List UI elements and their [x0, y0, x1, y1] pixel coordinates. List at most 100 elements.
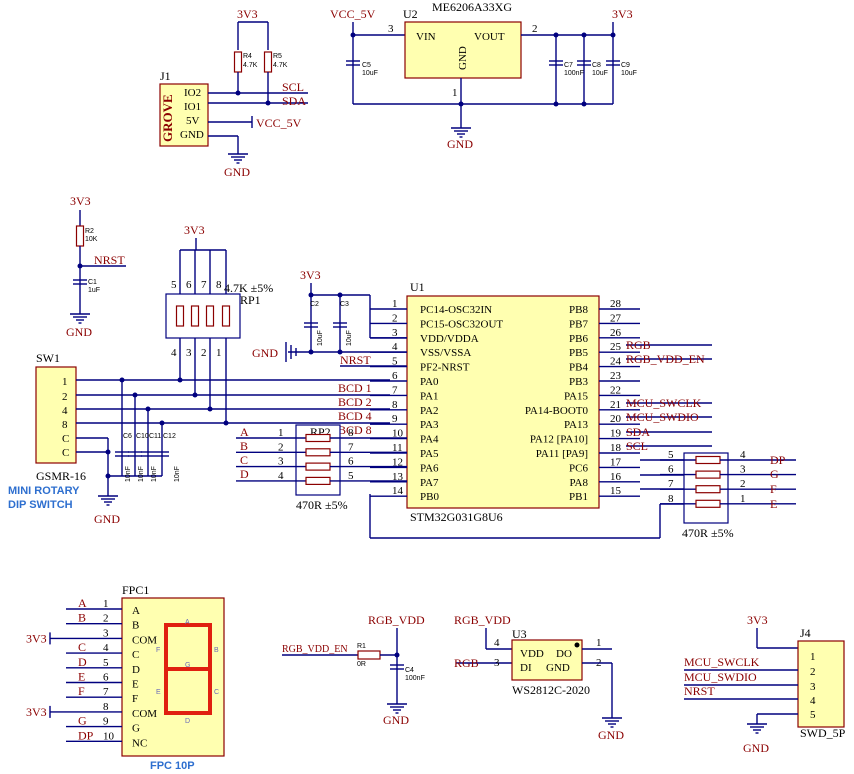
- vcc5-label: VCC_5V: [330, 7, 376, 21]
- fpc-title: FPC 10P: [150, 760, 195, 772]
- r1-ref: R1: [357, 643, 366, 650]
- fpc-row-pin: 5: [103, 657, 109, 669]
- rp3-pin-right: 4: [740, 449, 746, 461]
- rp2-pin-left: 3: [278, 456, 284, 468]
- seg-b: B: [214, 647, 219, 654]
- swd-3v3: 3V3: [747, 613, 768, 627]
- c7-ref: C7: [564, 62, 573, 69]
- rp1-pin4: 4: [171, 347, 177, 359]
- j4-pin1: 1: [810, 651, 816, 663]
- mcu-right-pin-number: 19: [610, 428, 622, 440]
- net-seg-b: B: [240, 439, 248, 453]
- rp1-pin5: 5: [171, 279, 177, 291]
- fpc-row-pin: 9: [103, 716, 109, 728]
- fpc-row-net: B: [78, 611, 86, 625]
- sw1-pin2: 2: [62, 391, 68, 403]
- net-bcd2: BCD 2: [338, 395, 372, 409]
- c3-ref: C3: [340, 301, 349, 308]
- mcu-left-pin-name: PA6: [420, 462, 439, 474]
- u2-ref: U2: [403, 7, 418, 21]
- net-rgb: RGB: [626, 338, 651, 352]
- fpc-row-func: D: [132, 664, 140, 676]
- mcu-right-pin-name: PB4: [569, 362, 588, 374]
- mcu-right-pin-number: 26: [610, 327, 622, 339]
- sw1-part: GSMR-16: [36, 469, 86, 483]
- rp2-pin-left: 1: [278, 427, 284, 439]
- net-mcu-swclk: MCU_SWCLK: [626, 396, 702, 410]
- mcu-right-pin-name: PB1: [569, 491, 588, 503]
- j4-part: SWD_5P: [800, 726, 846, 740]
- mcu-right-pin-name: PA11 [PA9]: [536, 448, 588, 460]
- rp3-pin-left: 7: [668, 478, 674, 490]
- u3-ref: U3: [512, 627, 527, 641]
- fpc-row-func: COM: [132, 634, 157, 646]
- fpc-row-pin: 1: [103, 598, 109, 610]
- mcu-left-pin-name: PB0: [420, 491, 439, 503]
- mcu-right-pin-number: 21: [610, 399, 621, 411]
- mcu-gnd-label: GND: [252, 346, 278, 360]
- j4-net-nrst: NRST: [684, 684, 715, 698]
- j4-pin2: 2: [810, 666, 816, 678]
- u3-pin1: 1: [596, 637, 602, 649]
- sw1-ref: SW1: [36, 351, 60, 365]
- seg-c: C: [214, 689, 219, 696]
- mcu-right-pin-name: PB3: [569, 376, 588, 388]
- mcu-right-pin-number: 24: [610, 356, 622, 368]
- fpc-row-net: 3V3: [26, 631, 47, 645]
- net-vcc5: VCC_5V: [256, 116, 302, 130]
- fpc-row-net: 3V3: [26, 705, 47, 719]
- resistor-pack-rp1: 3V3 5 6 7 8 4 3 2 1 4.7K ±5% RP1: [165, 223, 273, 426]
- rp2-pin-right: 6: [348, 456, 354, 468]
- net-rgb-vdd-en: RGB_VDD_EN: [626, 352, 705, 366]
- rp1-pin1: 1: [216, 347, 222, 359]
- u2-vin: VIN: [416, 31, 436, 43]
- u3-gnd: GND: [546, 662, 570, 674]
- u2-3v3-label: 3V3: [612, 7, 633, 21]
- c5-ref: C5: [362, 62, 371, 69]
- c6-value: 10nF: [125, 466, 132, 482]
- rp3-pin-left: 5: [668, 449, 674, 461]
- rp3-pin-left: 8: [668, 493, 674, 505]
- net-seg-c: C: [240, 453, 248, 467]
- sw1-pin8: 8: [62, 419, 68, 431]
- mcu-right-pin-name: PC6: [569, 462, 588, 474]
- mcu-left-pin-number: 7: [392, 384, 398, 396]
- gnd-label-u2: GND: [447, 137, 473, 151]
- rp2-pin-right: 8: [348, 427, 354, 439]
- u2-vout: VOUT: [474, 31, 505, 43]
- j1-pin-5v: 5V: [186, 115, 200, 127]
- c4-ref: C4: [405, 667, 414, 674]
- pwr-3v3-label: 3V3: [237, 7, 258, 21]
- j1-pin-io2: IO2: [184, 87, 201, 99]
- mcu-left-pin-number: 12: [392, 456, 403, 468]
- net-seg-a: A: [240, 425, 249, 439]
- mcu-left-pin-name: PA7: [420, 477, 439, 489]
- fpc-row-net: DP: [78, 728, 94, 742]
- c6-ref: C6: [123, 433, 132, 440]
- u2-pin2: 2: [532, 23, 538, 35]
- mcu-right-pin-name: PB7: [569, 318, 588, 330]
- r2-ref: R2: [85, 228, 94, 235]
- mcu-right-pin-number: 22: [610, 384, 621, 396]
- rp3-pin-right: 1: [740, 493, 746, 505]
- sw1-title-line2: DIP SWITCH: [8, 499, 73, 511]
- rp1-pin7: 7: [201, 279, 207, 291]
- rp1-pin3: 3: [186, 347, 192, 359]
- rp2-value: 470R ±5%: [296, 498, 348, 512]
- fpc-row-func: NC: [132, 737, 147, 749]
- r5-ref: R5: [273, 53, 282, 60]
- r4-value: 4.7K: [243, 62, 258, 69]
- c4-value: 100nF: [405, 675, 425, 682]
- c10-ref: C10: [136, 433, 149, 440]
- seg-a: A: [185, 619, 190, 626]
- mcu-left-pin-number: 10: [392, 428, 404, 440]
- mcu-left-pin-name: PA2: [420, 405, 439, 417]
- c5-value: 10uF: [362, 70, 378, 77]
- gnd-label-sw1: GND: [94, 512, 120, 526]
- fpc-row-pin: 7: [103, 686, 109, 698]
- mcu-left-pin-number: 8: [392, 399, 398, 411]
- j4-pin4: 4: [810, 695, 816, 707]
- fpc-row-func: F: [132, 693, 138, 705]
